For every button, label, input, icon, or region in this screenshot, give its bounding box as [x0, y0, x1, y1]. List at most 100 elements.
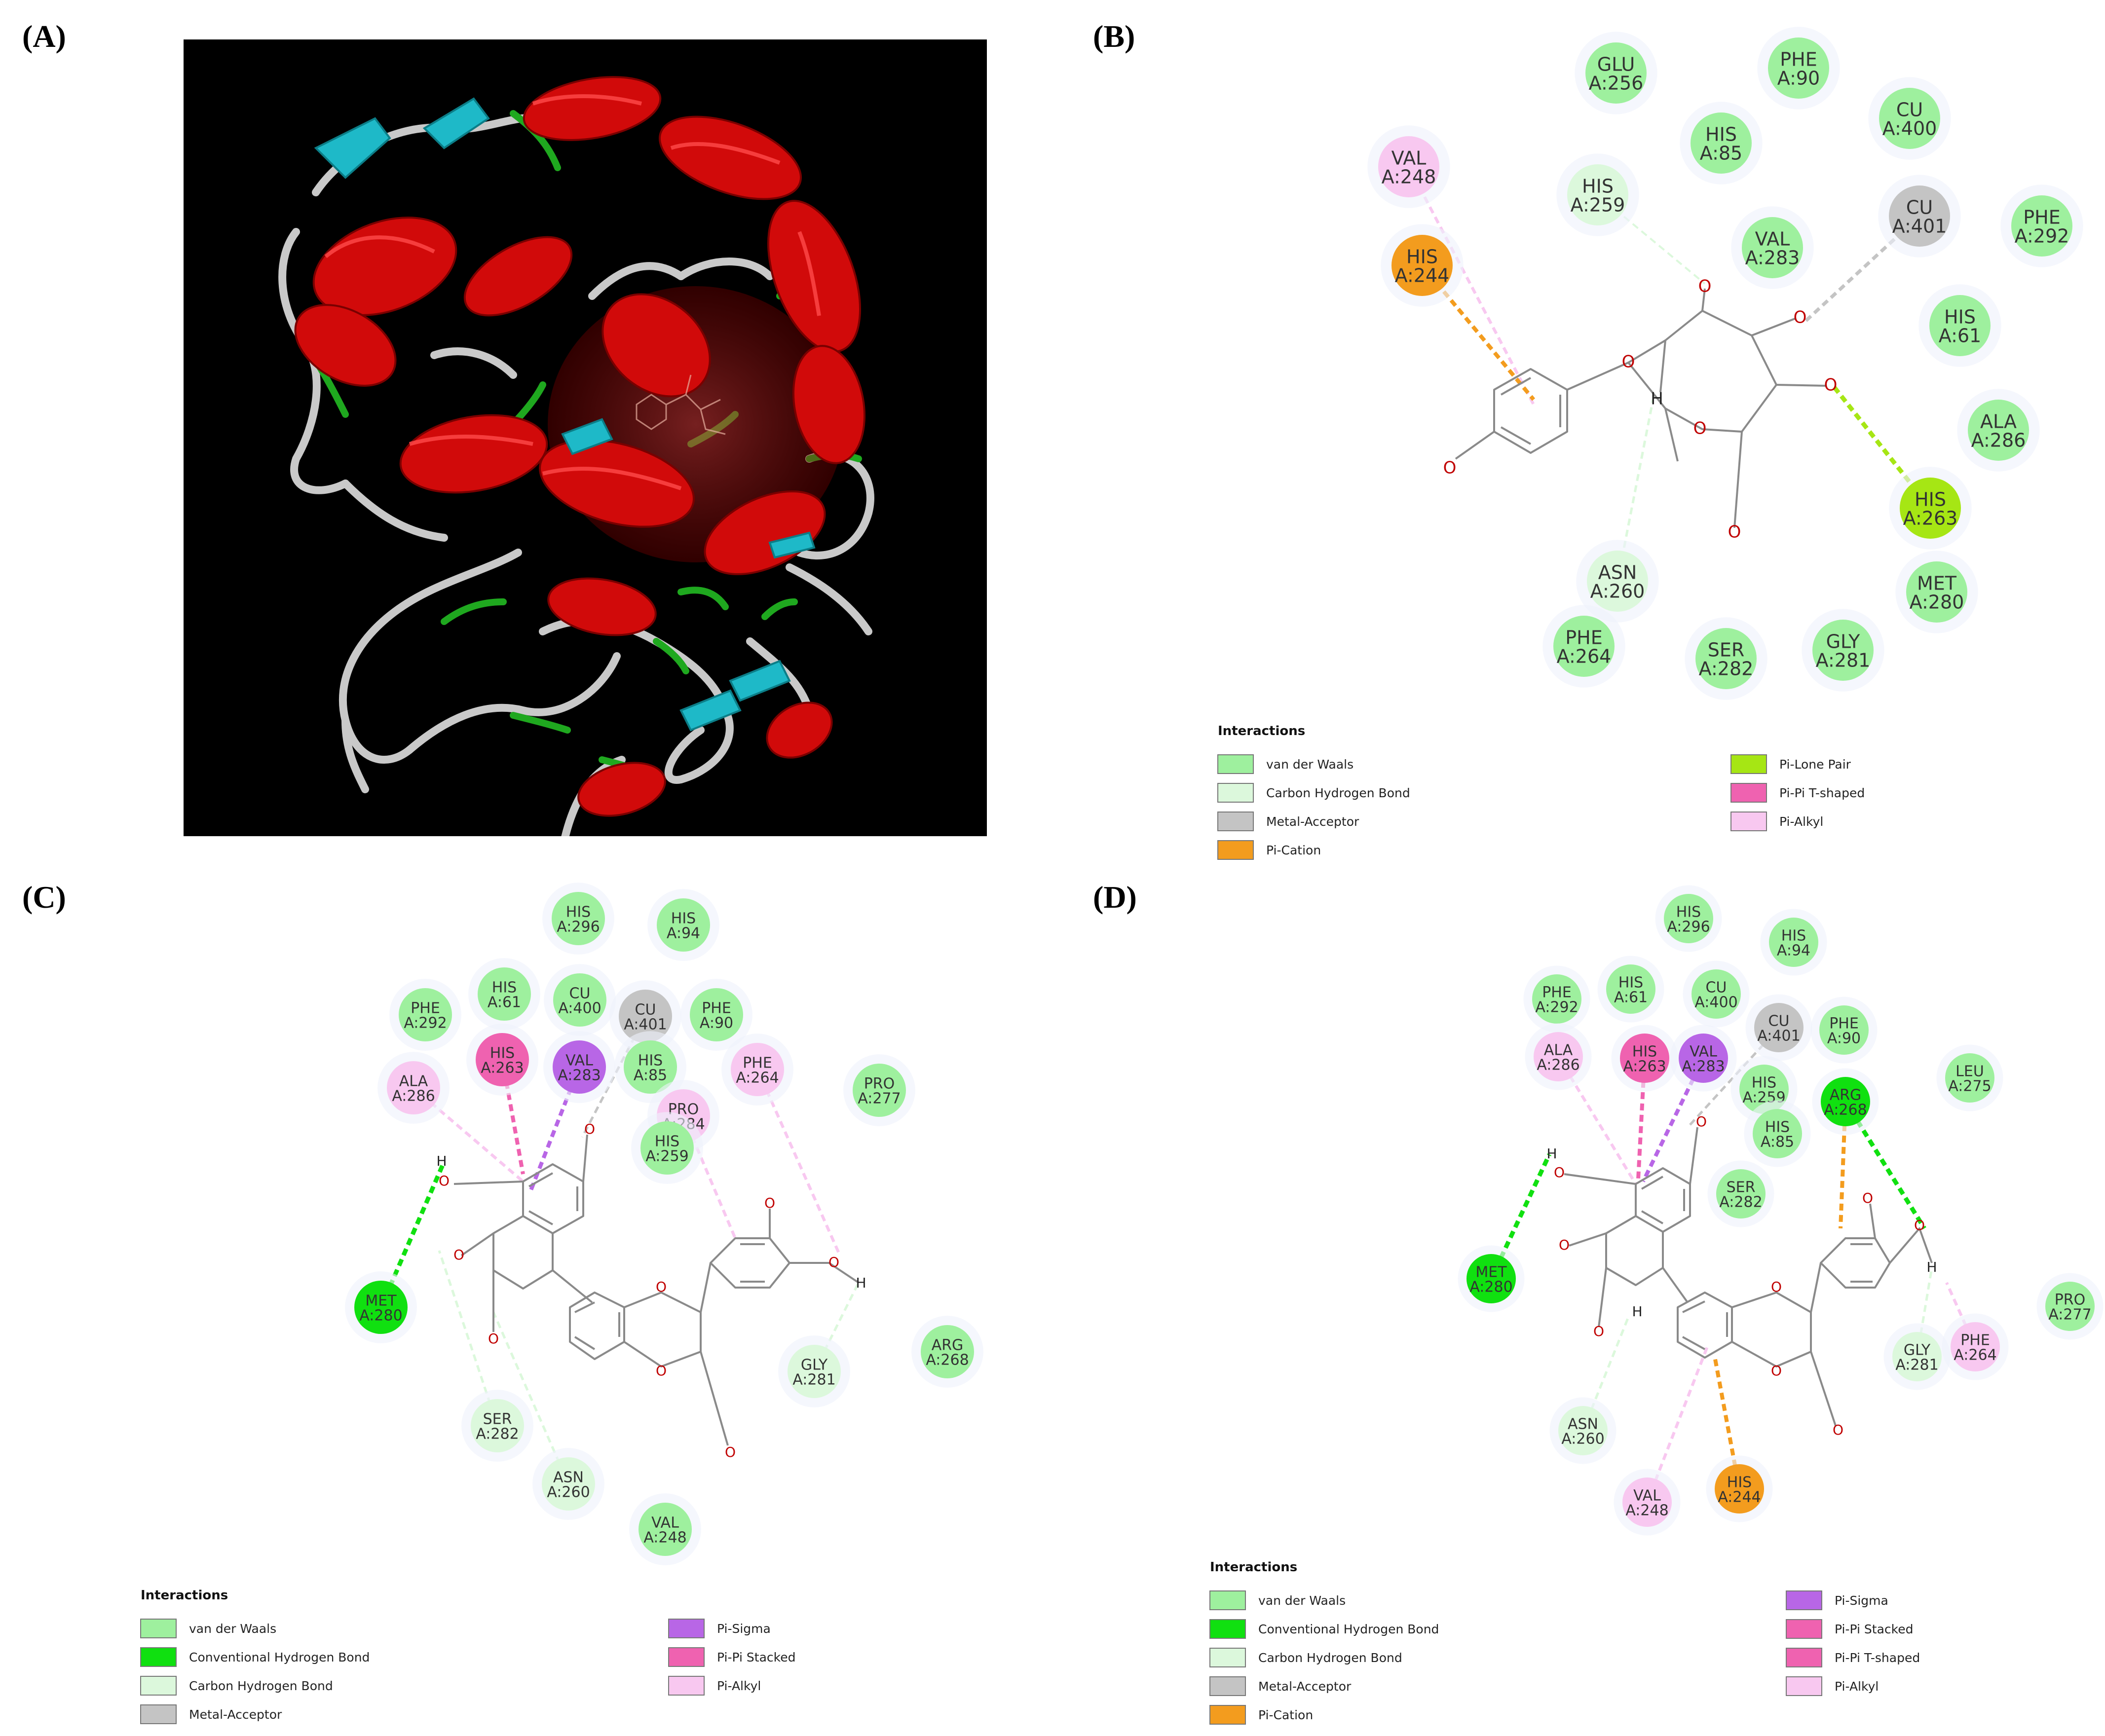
- residue-name: VAL: [651, 1514, 679, 1531]
- residue-id: A:281: [1895, 1356, 1938, 1373]
- residue-name: PHE: [1565, 627, 1603, 648]
- residue-disc: [1889, 185, 1950, 247]
- residue-name: PHE: [1960, 1331, 1990, 1349]
- residue-id: A:281: [792, 1371, 835, 1388]
- residue-id: A:400: [1694, 994, 1737, 1011]
- residue-disc: [2011, 195, 2072, 257]
- legend-swatch-c-stacked: [668, 1647, 705, 1667]
- ligand-atom-d-10: H: [1926, 1259, 1937, 1275]
- residue-disc: [1906, 561, 1967, 623]
- panel-label-c: (C): [22, 880, 66, 915]
- legend-swatch-c-vdw: [140, 1619, 177, 1638]
- ligand-bond-b-1: [1501, 377, 1561, 445]
- ligand-bond-c-2: [453, 1181, 524, 1185]
- panel-label-d: (D): [1093, 880, 1137, 915]
- residue-name: PHE: [2023, 206, 2061, 228]
- ligand-atom-c-4: O: [656, 1279, 667, 1295]
- ligand-atom-c-1: O: [584, 1121, 595, 1137]
- residue-name: GLY: [801, 1356, 828, 1373]
- legend-swatch-c-sigma: [668, 1619, 705, 1638]
- residue-id: A:264: [1557, 645, 1612, 667]
- legend-label-d-vdw: van der Waals: [1258, 1593, 1346, 1608]
- residue-id: A:400: [1882, 117, 1937, 139]
- residue-disc: [640, 1121, 694, 1175]
- residue-id: A:282: [1699, 658, 1754, 679]
- ligand-bond-d-1: [1641, 1176, 1685, 1224]
- residue-name: GLU: [1597, 53, 1635, 75]
- residue-name: CU: [1706, 979, 1727, 996]
- legend-title-c: Interactions: [141, 1588, 228, 1603]
- residue-name: HIS: [1727, 1474, 1752, 1491]
- residue-disc: [1945, 1053, 1994, 1103]
- residue-id: A:263: [1623, 1058, 1666, 1075]
- residue-disc: [624, 1040, 677, 1094]
- residue-disc: [542, 1457, 595, 1511]
- ligand-bond-c-13: [710, 1237, 790, 1289]
- ligand-atom-d-2: O: [1559, 1237, 1570, 1253]
- residue-disc: [788, 1345, 841, 1398]
- legend-swatch-c-carb: [140, 1676, 177, 1696]
- ligand-bond-b-5: [1664, 408, 1679, 462]
- residue-name: CU: [1896, 99, 1923, 120]
- legend-swatch-c-alkyl: [668, 1676, 705, 1696]
- residue-id: A:280: [1910, 591, 1964, 613]
- legend-swatch-b-vdw: [1217, 754, 1254, 774]
- residue-id: A:275: [1948, 1077, 1991, 1095]
- residue-name: ALA: [399, 1072, 428, 1090]
- residue-name: SER: [1708, 639, 1745, 661]
- residue-name: CU: [1768, 1012, 1790, 1030]
- residue-disc: [478, 967, 531, 1021]
- residue-id: A:260: [1561, 1430, 1604, 1447]
- residue-id: A:281: [1816, 649, 1871, 671]
- legend-swatch-d-cation: [1209, 1705, 1246, 1725]
- ligand-bond-c-1: [528, 1172, 578, 1225]
- ligand-bond-b-0: [1493, 368, 1568, 454]
- residue-id: A:264: [736, 1069, 779, 1086]
- residue-id: A:61: [488, 994, 521, 1011]
- legend-label-c-alkyl: Pi-Alkyl: [717, 1679, 761, 1693]
- ligand-bond-d-2: [1564, 1173, 1636, 1185]
- residue-name: MET: [1475, 1263, 1507, 1281]
- residue-name: VAL: [1633, 1487, 1661, 1504]
- residue-disc: [1391, 235, 1453, 296]
- residue-disc: [1606, 964, 1655, 1014]
- residue-id: A:282: [476, 1425, 519, 1442]
- residue-id: A:244: [1395, 264, 1450, 286]
- ligand-bond-c-12: [700, 1351, 729, 1446]
- residue-id: A:283: [1682, 1058, 1725, 1075]
- ligand-atom-c-7: O: [828, 1254, 839, 1270]
- residue-disc: [1664, 894, 1713, 943]
- legend-label-b-lone: Pi-Lone Pair: [1779, 757, 1851, 772]
- residue-disc: [1691, 112, 1752, 174]
- residue-disc: [1567, 164, 1628, 225]
- ligand-atom-c-8: O: [725, 1444, 736, 1460]
- residue-id: A:277: [2048, 1306, 2091, 1323]
- ligand-bond-d-11: [1810, 1262, 1822, 1313]
- legend-swatch-b-metal: [1217, 812, 1254, 831]
- ligand-atom-d-0: O: [1554, 1164, 1565, 1181]
- residue-disc: [731, 1043, 784, 1096]
- residue-disc: [471, 1399, 524, 1452]
- ligand-atom-d-9: H: [1546, 1145, 1557, 1162]
- residue-id: A:256: [1589, 72, 1644, 94]
- ligand-bond-c-9: [574, 1301, 620, 1350]
- residue-disc: [619, 990, 672, 1043]
- panel-label-a: (A): [22, 19, 66, 54]
- legend-swatch-b-carb: [1217, 783, 1254, 803]
- residue-disc: [1622, 1477, 1672, 1527]
- residue-id: A:263: [481, 1059, 524, 1076]
- residue-id: A:401: [624, 1016, 667, 1033]
- ligand-bond-d-0: [1635, 1167, 1691, 1233]
- legend-label-d-tshaped: Pi-Pi T-shaped: [1835, 1651, 1920, 1665]
